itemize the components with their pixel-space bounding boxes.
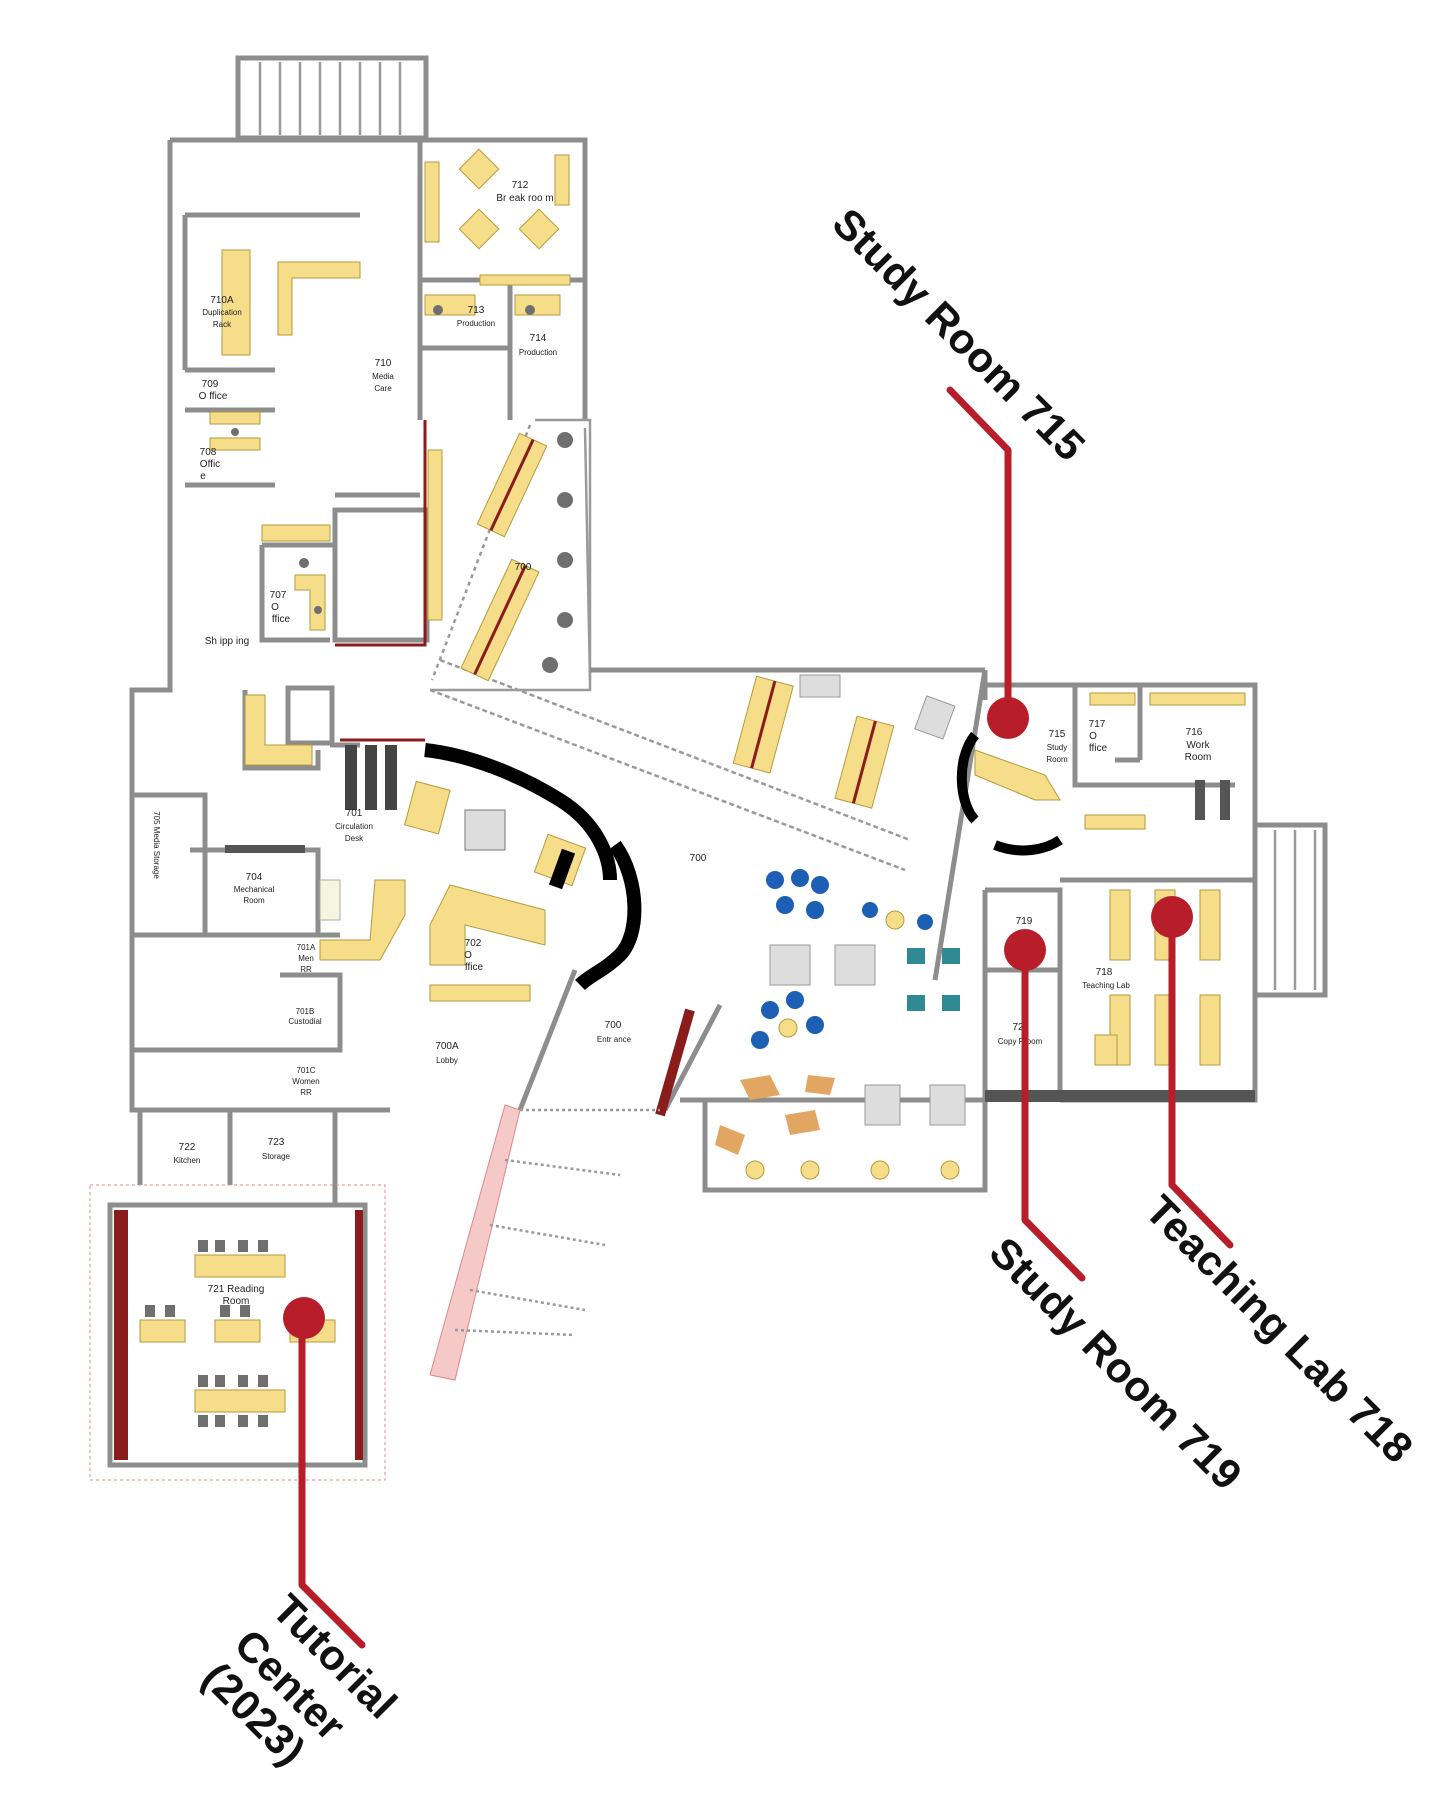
room-720-number: 72 <box>1012 1022 1024 1033</box>
room-717-name1: O <box>1089 731 1097 742</box>
room-715-number: 715 <box>1049 729 1066 740</box>
room-715-name1: Study <box>1047 743 1067 752</box>
shipping-label: Sh ipp ing <box>205 636 249 647</box>
room-710-name2: Care <box>374 384 392 393</box>
room-713-number: 713 <box>468 305 485 316</box>
room-700-main-number: 700 <box>690 853 707 864</box>
room-707-number: 707 <box>270 590 287 601</box>
callout-tutorial-center[interactable]: Tutorial Center (2023) <box>194 1297 407 1774</box>
room-722-name: Kitchen <box>174 1156 201 1165</box>
room-700-north-number: 700 <box>515 562 532 573</box>
furniture <box>139 148 1246 1427</box>
room-710a-number: 710A <box>210 295 234 306</box>
room-701b-number: 701B <box>296 1007 315 1016</box>
room-712-name: Br eak roo m <box>496 193 553 204</box>
room-712-number: 712 <box>512 180 529 191</box>
callout-dot-719[interactable] <box>1004 929 1046 971</box>
room-702-number: 702 <box>465 938 482 949</box>
room-723-number: 723 <box>268 1137 285 1148</box>
room-710a-name1: Duplication <box>202 308 242 317</box>
room-714-number: 714 <box>530 333 547 344</box>
room-700a-name: Lobby <box>436 1056 458 1065</box>
room-710a-name2: Rack <box>213 320 232 329</box>
room-701-name2: Desk <box>345 834 364 843</box>
room-701-number: 701 <box>346 808 363 819</box>
room-701b-name: Custodial <box>288 1017 322 1026</box>
callout-dot-715[interactable] <box>987 697 1029 739</box>
building-walls <box>89 55 1328 1481</box>
callout-dot-tutorial[interactable] <box>283 1297 325 1339</box>
room-707-name2: ffice <box>272 614 291 625</box>
room-701c-name2: RR <box>300 1088 312 1097</box>
room-700a-number: 700A <box>435 1041 459 1052</box>
room-709-number: 709 <box>202 379 219 390</box>
room-713-name: Production <box>457 319 495 328</box>
room-704-number: 704 <box>246 872 263 883</box>
callout-dot-718[interactable] <box>1151 896 1193 938</box>
callout-teaching-lab-718[interactable]: Teaching Lab 718 <box>1137 896 1423 1472</box>
room-716-name1: Work <box>1186 740 1210 751</box>
room-701a-name1: Men <box>298 954 314 963</box>
room-719-number: 719 <box>1016 916 1033 927</box>
room-709-name: O ffice <box>199 391 228 402</box>
room-labels: 712 Br eak roo m 713 Production 714 Prod… <box>152 180 1211 1307</box>
room-705-name: 705 Media Storage <box>152 811 161 879</box>
room-710-name1: Media <box>372 372 394 381</box>
room-718-name: Teaching Lab <box>1082 981 1130 990</box>
room-710-number: 710 <box>375 358 392 369</box>
room-701c-number: 701C <box>296 1066 315 1075</box>
room-720-name: Copy R oom <box>998 1037 1043 1046</box>
room-708-name2: e <box>200 471 206 482</box>
room-700-entrance-name: Entr ance <box>597 1035 632 1044</box>
room-716-number: 716 <box>1186 727 1203 738</box>
room-704-name1: Mechanical <box>234 885 275 894</box>
room-717-number: 717 <box>1089 719 1106 730</box>
room-701-name1: Circulation <box>335 822 373 831</box>
room-708-name1: Offic <box>200 459 220 470</box>
room-701a-name2: RR <box>300 965 312 974</box>
room-717-name2: ffice <box>1089 743 1108 754</box>
room-701a-number: 701A <box>297 943 316 952</box>
room-715-name2: Room <box>1046 755 1068 764</box>
callout-label-715: Study Room 715 <box>824 199 1095 470</box>
room-704-name2: Room <box>243 896 265 905</box>
room-721-line1: 721 Reading <box>208 1284 265 1295</box>
room-723-name: Storage <box>262 1152 291 1161</box>
room-714-name: Production <box>519 348 557 357</box>
room-700-entrance-number: 700 <box>605 1020 622 1031</box>
room-718-number: 718 <box>1096 967 1113 978</box>
callout-study-room-715[interactable]: Study Room 715 <box>824 199 1095 739</box>
room-707-name1: O <box>271 602 279 613</box>
room-702-name1: O <box>464 950 472 961</box>
room-702-name2: ffice <box>465 962 484 973</box>
room-701c-name1: Women <box>292 1077 319 1086</box>
room-722-number: 722 <box>179 1142 196 1153</box>
room-708-number: 708 <box>200 447 217 458</box>
room-716-name2: Room <box>1185 752 1212 763</box>
room-721-line2: Room <box>223 1296 250 1307</box>
